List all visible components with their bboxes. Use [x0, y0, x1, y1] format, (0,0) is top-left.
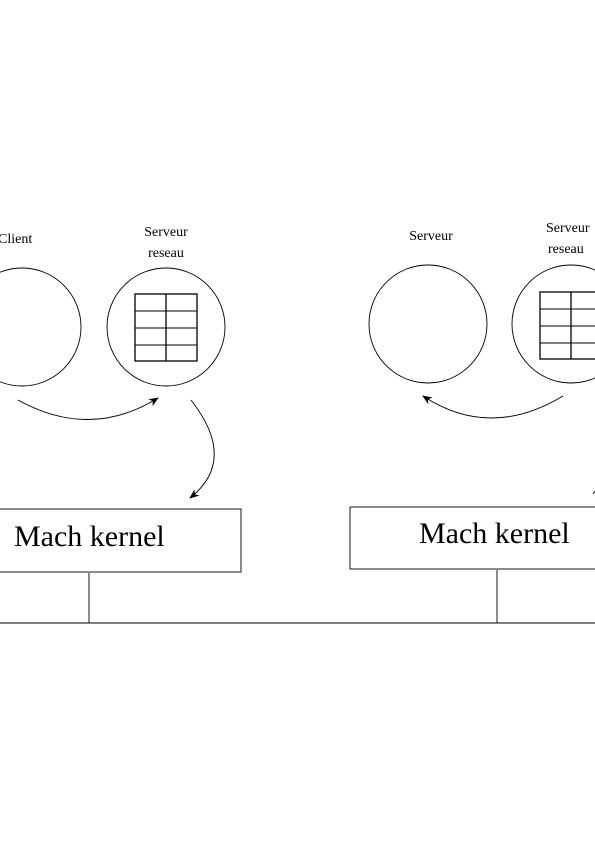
server-label: Serveur: [409, 229, 453, 244]
right-network-server-label-line1: Serveur: [546, 221, 590, 236]
left-network-server-label-line1: Serveur: [144, 225, 188, 240]
server-to-client-return-arrow: [422, 395, 564, 419]
right-kernel-box: [349, 506, 595, 570]
right-kernel-arrow-partial: [592, 490, 595, 495]
client-to-server-arrow: [17, 397, 159, 420]
right-network-server-circle: [511, 264, 595, 384]
right-network-server-table-icon: [539, 291, 595, 360]
right-network-server-label-line2: reseau: [548, 242, 584, 257]
client-label: Client: [0, 232, 32, 247]
left-kernel-box: [0, 508, 242, 573]
server-to-kernel-arrow: [189, 399, 215, 499]
left-network-server-label-line2: reseau: [148, 246, 184, 261]
client-process-circle: [0, 267, 82, 387]
right-kernel-label: Mach kernel: [419, 517, 570, 550]
left-network-server-circle: [106, 267, 226, 387]
server-process-circle: [368, 264, 488, 384]
left-network-server-table-icon: [134, 293, 198, 362]
left-kernel-label: Mach kernel: [14, 520, 165, 553]
